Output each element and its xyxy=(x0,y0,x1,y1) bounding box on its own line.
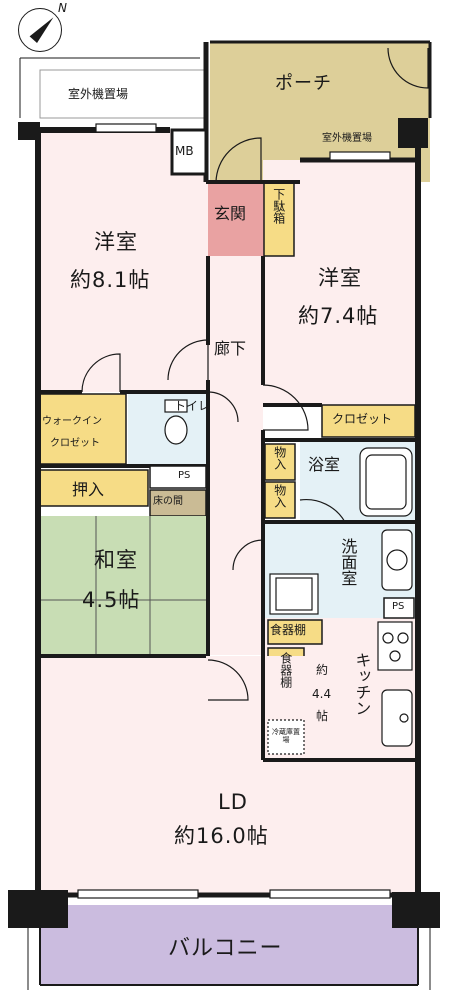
fridge-space xyxy=(267,719,305,755)
western-right-size: 約7.4帖 xyxy=(298,304,379,328)
bathtub-inner xyxy=(365,454,407,510)
burner-2 xyxy=(397,632,409,644)
kitchen-label: キッチン xyxy=(352,652,372,716)
balcony xyxy=(40,905,418,985)
cupboard-side-label: 食器棚 xyxy=(278,652,293,688)
tatami-lines xyxy=(40,516,206,656)
ld-size: 約16.0帖 xyxy=(174,824,269,848)
sink-drain xyxy=(399,713,409,723)
shoebox-label: 下駄箱 xyxy=(271,188,286,224)
ld-floor xyxy=(40,656,415,894)
tokonoma-label: 床の間 xyxy=(153,496,183,507)
oshiire-label: 押入 xyxy=(72,480,105,499)
stove xyxy=(377,621,413,671)
bathroom-label: 浴室 xyxy=(308,455,341,474)
walk-in-label-2: クロゼット xyxy=(50,438,100,449)
windows xyxy=(77,123,391,899)
kitchen-size-3: 帖 xyxy=(316,709,329,723)
washbasin-bowl xyxy=(386,549,408,571)
western-left-size: 約8.1帖 xyxy=(70,268,151,292)
corridor-floor xyxy=(208,255,263,655)
walk-in-label-1: ウォークイン xyxy=(42,416,102,427)
outdoor-unit-left-label: 室外機置場 xyxy=(68,87,129,101)
kitchen-size-2: 4.4 xyxy=(312,687,332,701)
walk-in-closet xyxy=(39,393,127,465)
outdoor-unit-right-label: 室外機置場 xyxy=(322,133,372,144)
storage-1-label: 物入 xyxy=(272,446,287,470)
washitsu-size: 4.5帖 xyxy=(82,588,141,612)
toilet-label: トイレ xyxy=(174,399,211,413)
kitchen-size-1: 約 xyxy=(316,663,329,677)
western-left-name: 洋室 xyxy=(94,230,138,254)
closet-right xyxy=(321,404,416,438)
porch-label: ポーチ xyxy=(275,73,332,94)
storage-2-label: 物入 xyxy=(272,484,287,508)
genkan-floor xyxy=(208,182,264,256)
toilet-tank xyxy=(164,399,188,413)
washitsu-name: 和室 xyxy=(94,548,138,572)
toilet-bowl xyxy=(164,415,188,445)
ld-name: LD xyxy=(218,790,248,814)
ps-lower-label: PS xyxy=(392,601,405,612)
balcony-rails xyxy=(19,57,431,990)
western-right-name: 洋室 xyxy=(318,266,362,290)
corridor-label: 廊下 xyxy=(214,339,247,358)
cupboard-top-label: 食器棚 xyxy=(270,623,307,637)
closet-right-label: クロゼット xyxy=(332,412,393,426)
washroom-label: 洗面室 xyxy=(338,538,358,586)
mb-label: MB xyxy=(175,144,194,158)
burner-3 xyxy=(389,650,401,662)
kitchen-sink xyxy=(381,689,413,747)
room-fills xyxy=(39,42,430,985)
cupboard-top xyxy=(267,619,323,645)
storage-box-1 xyxy=(264,443,296,481)
doors xyxy=(81,47,429,701)
balcony-label: バルコニー xyxy=(168,936,283,961)
compass-north-label: N xyxy=(58,1,67,15)
washitsu xyxy=(40,516,206,656)
oshiire xyxy=(39,469,149,507)
north-compass-icon xyxy=(18,8,62,52)
ps-upper-label: PS xyxy=(178,470,191,481)
burner-1 xyxy=(382,632,394,644)
genkan-label: 玄関 xyxy=(214,204,247,223)
fridge-label: 冷蔵庫置場 xyxy=(272,728,300,745)
walls xyxy=(8,40,440,986)
washing-machine-inner xyxy=(275,577,313,611)
fixtures xyxy=(164,399,413,755)
outdoor-unit-area-left xyxy=(39,69,206,119)
